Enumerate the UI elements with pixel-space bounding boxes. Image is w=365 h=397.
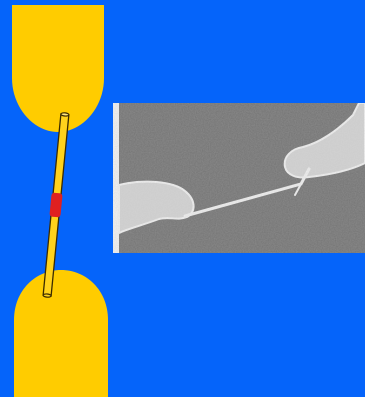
bottom-electrode xyxy=(14,270,108,397)
junction-marker xyxy=(49,193,62,218)
top-electrode xyxy=(12,5,104,132)
micrograph-image xyxy=(113,103,365,253)
